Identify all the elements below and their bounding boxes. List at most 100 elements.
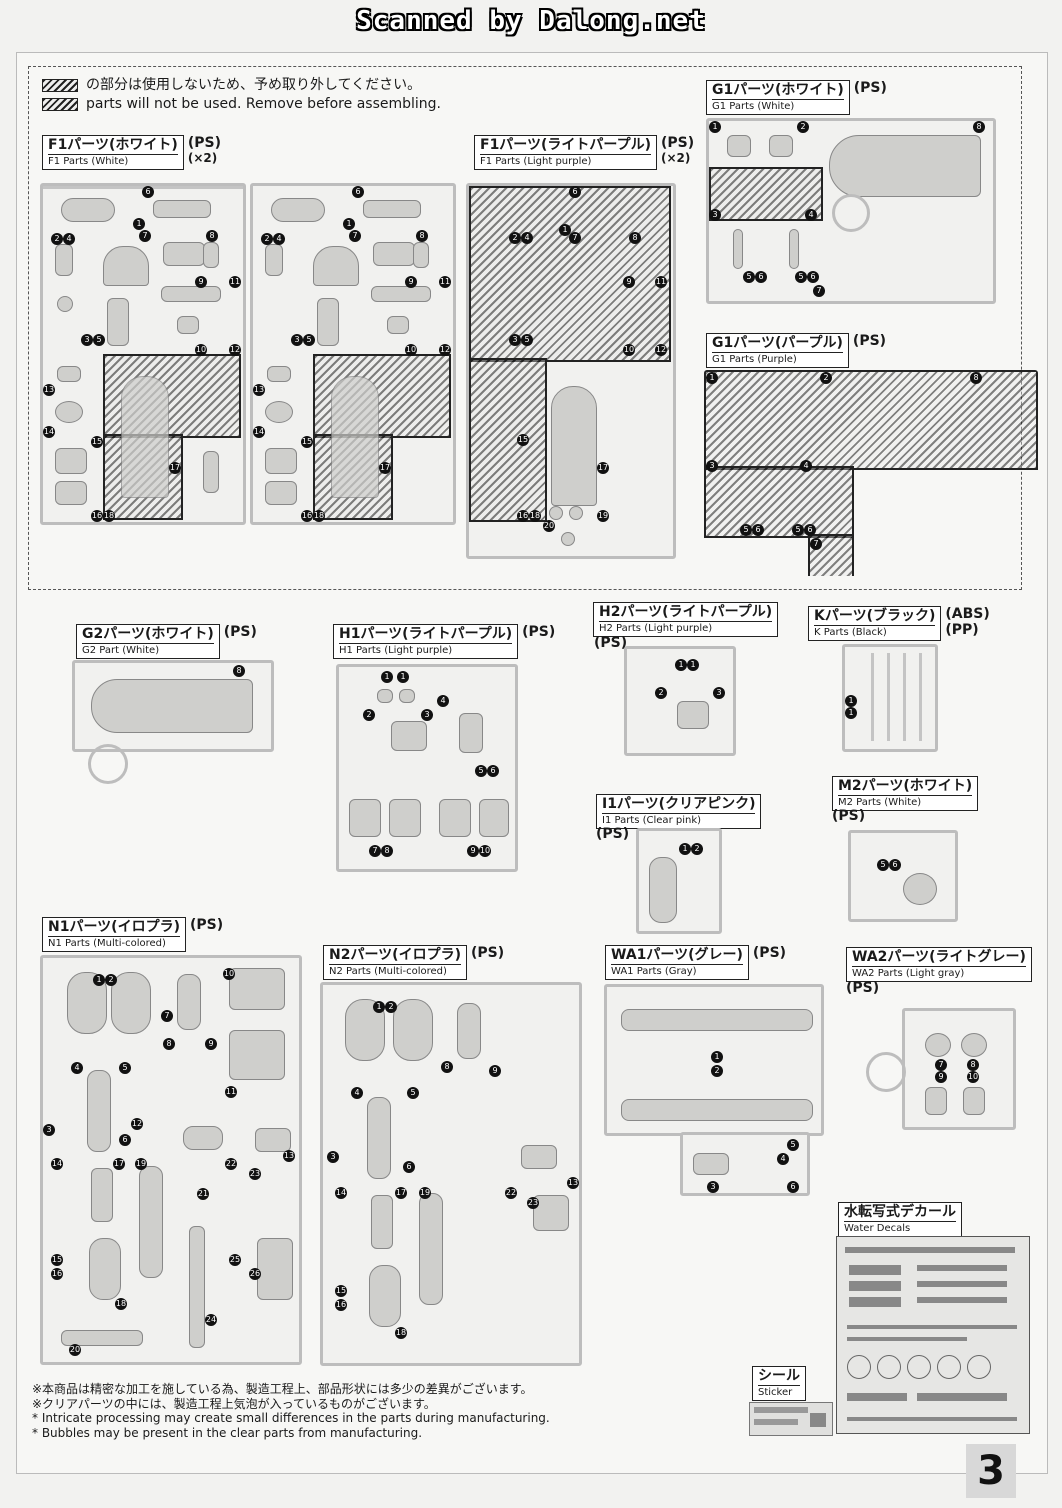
sprue-part [677,701,709,729]
sprue-part [549,506,563,520]
unused-hatched-area [704,370,1038,470]
part-number-marker: 18 [103,510,115,522]
part-number-marker: 6 [487,765,499,777]
part-number-marker: 15 [517,434,529,446]
manufacturing-notes: ※本商品は精密な加工を施している為、製造工程上、部品形状には多少の差異がございま… [32,1382,550,1440]
hatch-swatch-icon [42,98,78,111]
part-number-marker: 13 [283,1150,295,1162]
sprue-part [649,857,677,923]
part-number-marker: 20 [69,1344,81,1356]
part-number-marker: 16 [91,510,103,522]
part-number-marker: 9 [205,1038,217,1050]
unused-hatched-area [469,186,671,362]
part-number-marker: 17 [395,1187,407,1199]
sprue-part [55,244,73,276]
part-number-marker: 5 [787,1139,799,1151]
part-number-marker: 17 [379,462,391,474]
part-number-marker: 22 [225,1158,237,1170]
part-number-marker: 15 [335,1285,347,1297]
part-number-marker: 6 [403,1161,415,1173]
part-number-marker: 15 [301,436,313,448]
runner-label-g1-purple: G1パーツ(パープル)G1 Parts (Purple) (PS) [706,333,886,368]
sprue-part [457,1003,481,1059]
sprue-part [961,1033,987,1057]
part-number-marker: 1 [679,843,691,855]
part-number-marker: 17 [597,462,609,474]
part-number-marker: 5 [877,859,889,871]
sprue-part [265,481,297,505]
part-number-marker: 3 [43,1124,55,1136]
runner-h2: 1 1 2 3 [624,646,736,756]
part-number-marker: 3 [291,334,303,346]
part-number-marker: 5 [795,271,807,283]
part-number-marker: 17 [113,1158,125,1170]
part-number-marker: 1 [706,372,718,384]
part-number-marker: 8 [206,230,218,242]
sprue-part [91,1168,113,1222]
unused-hatched-area [704,466,854,538]
part-number-marker: 23 [249,1168,261,1180]
runner-label-h2: H2パーツ(ライトパープル)H2 Parts (Light purple) [593,602,779,637]
part-number-marker: 4 [437,695,449,707]
sprue-part [153,200,211,218]
sticker-sheet [749,1402,833,1436]
sprue-part [229,968,285,1010]
sprue-part [107,298,129,346]
sprue-part [183,1126,223,1150]
sprue-part [367,1097,391,1179]
part-number-marker: 4 [273,233,285,245]
part-number-marker: 4 [351,1087,363,1099]
part-number-marker: 9 [623,276,635,288]
runner-label-wa1: WA1パーツ(グレー)WA1 Parts (Gray) (PS) [605,945,786,980]
unused-parts-box [28,66,1022,590]
part-number-marker: 1 [559,224,571,236]
part-number-marker: 22 [505,1187,517,1199]
runner-label-k: Kパーツ(ブラック)K Parts (Black) (ABS)(PP) [808,606,990,641]
sprue-part [561,532,575,546]
sprue-part [349,799,381,837]
part-number-marker: 9 [467,845,479,857]
part-number-marker: 10 [195,344,207,356]
runner-n1: 1 2 7 10 8 9 4 5 11 12 3 6 13 14 17 19 2… [40,955,302,1365]
sprue-part [369,1265,401,1327]
part-number-marker: 2 [655,687,667,699]
part-number-marker: 8 [973,121,985,133]
sprue-part [271,198,325,222]
part-number-marker: 6 [119,1134,131,1146]
part-number-marker: 8 [163,1038,175,1050]
part-number-marker: 11 [439,276,451,288]
part-number-marker: 4 [800,460,812,472]
part-number-marker: 8 [967,1059,979,1071]
part-number-marker: 7 [813,285,825,297]
sprue-part [789,229,799,269]
runner-material-wa2: (PS) [846,980,880,996]
part-number-marker: 24 [205,1314,217,1326]
unused-hatched-area [709,167,823,221]
note-en-1: * Intricate processing may create small … [32,1411,550,1425]
sprue-part [55,448,87,474]
sprue-part [139,1166,163,1278]
sprue-part [389,799,421,837]
sprue-part [229,1030,285,1080]
sprue-part [533,1195,569,1231]
part-number-marker: 3 [421,709,433,721]
part-number-marker: 16 [51,1268,63,1280]
runner-label-n2: N2パーツ(イロプラ)N2 Parts (Multi-colored) (PS) [323,945,504,980]
runner-label-i1: I1パーツ(クリアピンク)I1 Parts (Clear pink) [596,794,762,829]
sprue-part [521,1145,557,1169]
part-number-marker: 8 [441,1061,453,1073]
sprue-part [267,366,291,382]
runner-f1-purple: 6 1 2 4 7 8 9 11 3 5 10 12 15 17 16 18 2… [466,183,676,559]
sprue-part [621,1099,813,1121]
sprue-part [439,799,471,837]
sprue-part [189,1226,205,1348]
part-number-marker: 9 [195,276,207,288]
unused-hatched-area [469,358,547,522]
part-number-marker: 26 [249,1268,261,1280]
sprue-part [363,200,421,218]
part-number-marker: 3 [706,460,718,472]
part-number-marker: 14 [253,426,265,438]
sprue-part [55,481,87,505]
part-number-marker: 8 [416,230,428,242]
part-number-marker: 1 [687,659,699,671]
